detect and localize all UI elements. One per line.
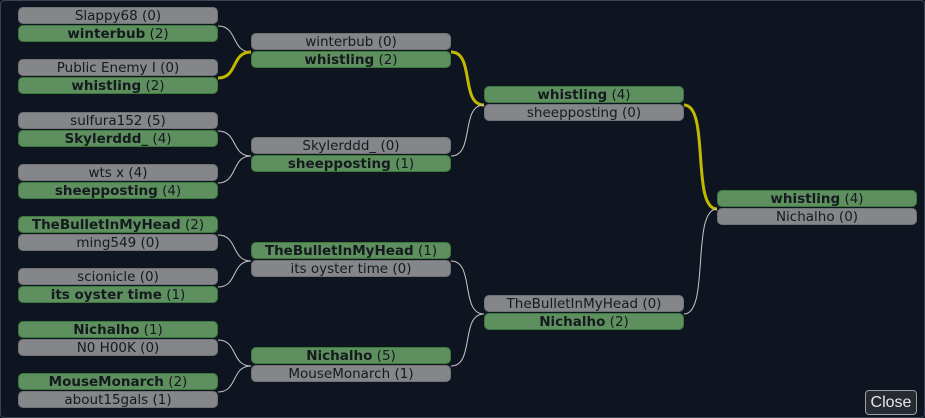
match-r3-1: whistling (4) sheepposting (0) — [484, 86, 684, 121]
player-slot-winner[interactable]: whistling (4) — [484, 86, 684, 103]
player-slot[interactable]: sulfura152 (5) — [18, 112, 218, 129]
connector-line — [217, 25, 252, 53]
player-slot[interactable]: MouseMonarch (1) — [251, 365, 451, 382]
connector-line — [217, 365, 252, 393]
player-slot-winner[interactable]: Nichalho (2) — [484, 313, 684, 330]
match-final: whistling (4) Nichalho (0) — [717, 190, 917, 225]
match-r1-3: sulfura152 (5) Skylerddd_ (4) — [18, 112, 218, 147]
connector-line — [217, 260, 252, 288]
player-slot[interactable]: scionicle (0) — [18, 268, 218, 285]
player-slot-winner[interactable]: its oyster time (1) — [18, 286, 218, 303]
connector-line-highlight — [450, 50, 485, 107]
connector-line — [450, 104, 485, 157]
player-slot-winner[interactable]: Skylerddd_ (4) — [18, 130, 218, 147]
connector-line — [217, 130, 252, 157]
player-slot[interactable]: Nichalho (0) — [717, 208, 917, 225]
match-r3-2: TheBulletInMyHead (0) Nichalho (2) — [484, 295, 684, 330]
player-slot-winner[interactable]: sheepposting (4) — [18, 182, 218, 199]
player-slot-winner[interactable]: MouseMonarch (2) — [18, 373, 218, 390]
connector-line — [683, 208, 718, 315]
player-slot[interactable]: Public Enemy I (0) — [18, 59, 218, 76]
connector-line — [450, 313, 485, 367]
connector-line-highlight — [217, 50, 252, 80]
player-slot-winner[interactable]: whistling (4) — [717, 190, 917, 207]
player-slot[interactable]: N0 H00K (0) — [18, 339, 218, 356]
player-slot[interactable]: Slappy68 (0) — [18, 7, 218, 24]
match-r2-2: Skylerddd_ (0) sheepposting (1) — [251, 137, 451, 172]
player-slot-winner[interactable]: TheBulletInMyHead (1) — [251, 242, 451, 259]
player-slot-winner[interactable]: Nichalho (5) — [251, 347, 451, 364]
match-r1-6: scionicle (0) its oyster time (1) — [18, 268, 218, 303]
player-slot[interactable]: TheBulletInMyHead (0) — [484, 295, 684, 312]
match-r1-2: Public Enemy I (0) whistling (2) — [18, 59, 218, 94]
player-slot[interactable]: its oyster time (0) — [251, 260, 451, 277]
player-slot-winner[interactable]: winterbub (2) — [18, 25, 218, 42]
match-r1-5: TheBulletInMyHead (2) ming549 (0) — [18, 216, 218, 251]
player-slot-winner[interactable]: whistling (2) — [251, 51, 451, 68]
player-slot[interactable]: ming549 (0) — [18, 234, 218, 251]
player-slot[interactable]: Skylerddd_ (0) — [251, 137, 451, 154]
player-slot[interactable]: sheepposting (0) — [484, 104, 684, 121]
match-r1-8: MouseMonarch (2) about15gals (1) — [18, 373, 218, 408]
player-slot-winner[interactable]: TheBulletInMyHead (2) — [18, 216, 218, 233]
connector-line-highlight — [683, 103, 718, 211]
player-slot-winner[interactable]: sheepposting (1) — [251, 155, 451, 172]
match-r2-4: Nichalho (5) MouseMonarch (1) — [251, 347, 451, 382]
connector-line — [217, 234, 252, 262]
connector-line — [217, 339, 252, 367]
match-r2-1: winterbub (0) whistling (2) — [251, 33, 451, 68]
player-slot-winner[interactable]: whistling (2) — [18, 77, 218, 94]
player-slot[interactable]: about15gals (1) — [18, 391, 218, 408]
connector-line — [217, 155, 252, 184]
connector-line — [450, 260, 485, 315]
match-r1-7: Nichalho (1) N0 H00K (0) — [18, 321, 218, 356]
player-slot[interactable]: winterbub (0) — [251, 33, 451, 50]
player-slot[interactable]: wts x (4) — [18, 164, 218, 181]
player-slot-winner[interactable]: Nichalho (1) — [18, 321, 218, 338]
match-r2-3: TheBulletInMyHead (1) its oyster time (0… — [251, 242, 451, 277]
match-r1-1: Slappy68 (0) winterbub (2) — [18, 7, 218, 42]
close-button[interactable]: Close — [865, 390, 917, 415]
match-r1-4: wts x (4) sheepposting (4) — [18, 164, 218, 199]
